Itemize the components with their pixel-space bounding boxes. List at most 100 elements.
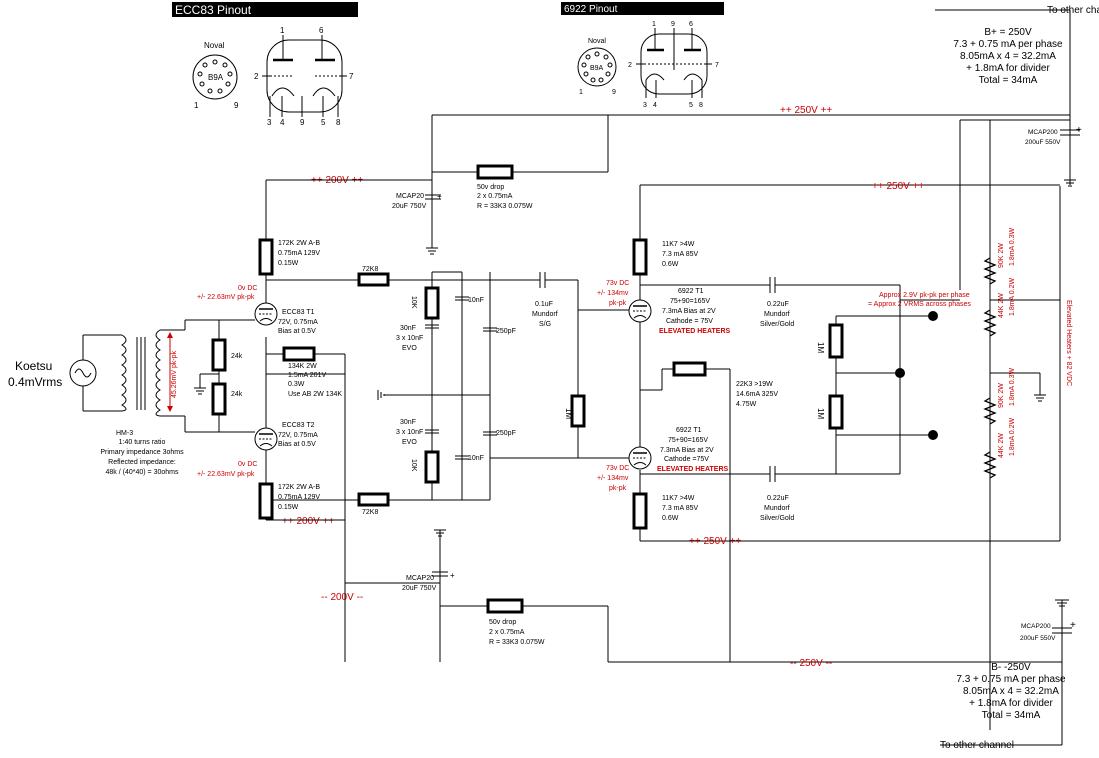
r172k-top bbox=[258, 238, 274, 276]
r11k7-top-label-3: 0.6W bbox=[662, 261, 679, 268]
supply-neg-line-1: B- -250V bbox=[991, 662, 1031, 673]
cap30-top-label-1: 30nF bbox=[400, 325, 416, 332]
grid1-top-dc: 0v DC bbox=[238, 285, 257, 292]
ecc83-pin-9-label: 9 bbox=[234, 101, 239, 110]
input-transformer: 45.26mV pk-pk HM-3 1:40 turns ratio Prim… bbox=[100, 320, 186, 476]
ecc83-noval-base-icon bbox=[192, 54, 238, 100]
r11k7-bot-label-3: 0.6W bbox=[662, 515, 679, 522]
ecc83-t2-label-1: ECC83 T2 bbox=[282, 422, 315, 429]
supply-pos-line-4: + 1.8mA for divider bbox=[966, 63, 1050, 74]
divider-r90k-b bbox=[983, 397, 997, 425]
transformer-formula: 48k / (40*40) = 30ohms bbox=[106, 469, 179, 476]
divider-r-b-label-2: 1.8mA 0.2W bbox=[1009, 277, 1016, 316]
grid1-bot-dc: 0v DC bbox=[238, 461, 257, 468]
e6922-t2-label-2: 75+90=165V bbox=[668, 437, 708, 444]
transformer-reflected: Reflected impedance: bbox=[108, 459, 176, 466]
ecc83-pin-left: 2 bbox=[254, 72, 259, 81]
coupling-cap-label-2: Mundorf bbox=[532, 311, 558, 318]
r10k-b bbox=[424, 450, 440, 484]
tube-ecc83-t2-icon bbox=[254, 427, 278, 451]
r1m-mid bbox=[570, 394, 586, 428]
divider-r44k-b bbox=[983, 451, 997, 479]
r24k-a bbox=[211, 338, 227, 372]
supply-pos-to-other: To other channel bbox=[1047, 5, 1099, 16]
r-tail-label-1: 134K 2W bbox=[288, 363, 317, 370]
output-note-2: = Approx 2 VRMS across phases bbox=[868, 301, 971, 308]
r10k-a-label: 10K bbox=[410, 296, 417, 309]
r22k3-label-2: 14.6mA 325V bbox=[736, 391, 778, 398]
input-source: Koetsu 0.4mVrms bbox=[8, 334, 122, 412]
supply-wiring bbox=[431, 9, 1080, 746]
ecc83-pin-bot-1: 3 bbox=[267, 118, 272, 127]
ecc83-t1-label-2: 72V, 0.75mA bbox=[278, 319, 318, 326]
grid2-top-dc: 73v DC bbox=[606, 280, 629, 287]
mcap20-bot-label-2: 20uF 750V bbox=[402, 585, 437, 592]
ecc83-t2-label-2: 72V, 0.75mA bbox=[278, 432, 318, 439]
supply-neg-label: MCAP200 200uF 550V B- -250V 7.3 + 0.75 m… bbox=[940, 623, 1066, 751]
r11k7-top-label-1: 11K7 >4W bbox=[662, 241, 695, 248]
heaters-top-label: ELEVATED HEATERS bbox=[659, 328, 731, 335]
stage2-wiring bbox=[490, 272, 960, 662]
transformer-model: HM-3 bbox=[116, 430, 133, 437]
tube-6922-t2-icon bbox=[628, 446, 652, 470]
e6922-noval-base-icon bbox=[577, 47, 617, 87]
cap30-bot-label-3: EVO bbox=[402, 439, 417, 446]
grid1-bot-swing: +/- 22.63mV pk-pk bbox=[197, 471, 255, 478]
e6922-noval-pin-dots bbox=[581, 51, 613, 83]
divider-resistors bbox=[983, 257, 997, 479]
ecc83-pinout-title: ECC83 Pinout bbox=[175, 3, 252, 17]
output-terminal-minus[interactable] bbox=[928, 430, 938, 440]
out-cap-top-label-1: 0.22uF bbox=[767, 301, 789, 308]
drop-bot-label-2: 2 x 0.75mA bbox=[489, 629, 525, 636]
r1m-out-bottom bbox=[828, 394, 844, 430]
mcap200-top-label-2: 200uF 550V bbox=[1025, 139, 1061, 146]
ecc83-pinout-title-bar bbox=[172, 2, 358, 17]
divider-r-b-label-1: 44K 2W bbox=[998, 293, 1005, 318]
mcap200-bot-label-1: MCAP200 bbox=[1021, 623, 1051, 630]
ecc83-pinout-panel: ECC83 Pinout Noval B9A 1 9 1 6 2 7 3 4 9… bbox=[172, 2, 358, 127]
r72k8-top-label: 72K8 bbox=[362, 266, 378, 273]
r22k3-label-1: 22K3 >19W bbox=[736, 381, 773, 388]
ecc83-pin-right: 7 bbox=[349, 72, 354, 81]
ecc83-pin-top-a: 1 bbox=[280, 26, 285, 35]
r72k8-bot-label: 72K8 bbox=[362, 509, 378, 516]
ecc83-t1-label-1: ECC83 T1 bbox=[282, 309, 315, 316]
output-terminal-ground[interactable] bbox=[895, 368, 905, 378]
output-terminal-plus[interactable] bbox=[928, 311, 938, 321]
mcap20-top-label-2: 20uF 750V bbox=[392, 203, 427, 210]
rail-200-bot: ++ 200V ++ bbox=[282, 516, 334, 527]
divider-r-d-label-2: 1.8mA 0.2W bbox=[1009, 417, 1016, 456]
r1m-out-bot-label: 1M bbox=[816, 408, 825, 419]
r22k3-label-3: 4.75W bbox=[736, 401, 757, 408]
divider-r-c-label-1: 90K 2W bbox=[998, 383, 1005, 408]
divider-r44k-a bbox=[983, 309, 997, 337]
cap30-bot-label-1: 30nF bbox=[400, 419, 416, 426]
drop-top-label-1: 50v drop bbox=[477, 184, 504, 191]
divider-r-d-label-1: 44K 2W bbox=[998, 433, 1005, 458]
r11k7-bot-label-1: 11K7 >4W bbox=[662, 495, 695, 502]
r-tail-label-2: 1.5mA 201V bbox=[288, 372, 326, 379]
ecc83-noval-pin-dots bbox=[197, 59, 233, 94]
output-terminals bbox=[895, 311, 938, 440]
grid2-bot-swing: +/- 134mv bbox=[597, 475, 629, 482]
cap30-top-label-3: EVO bbox=[402, 345, 417, 352]
supply-neg-line-5: Total = 34mA bbox=[982, 710, 1041, 721]
r33k3-bottom bbox=[486, 598, 524, 614]
mcap20-top-plus: + bbox=[437, 192, 442, 201]
r24k-a-label: 24k bbox=[231, 353, 243, 360]
rail-250-low: ++ 250V ++ bbox=[689, 536, 741, 547]
divider-r90k-a bbox=[983, 257, 997, 285]
supply-pos-line-1: B+ = 250V bbox=[984, 27, 1032, 38]
e6922-pin-top-b: 9 bbox=[671, 21, 675, 28]
r172k-top-label-3: 0.15W bbox=[278, 260, 299, 267]
ecc83-base-code: B9A bbox=[208, 73, 224, 82]
grid2-bot-dc: 73v DC bbox=[606, 465, 629, 472]
transformer-primary: Primary impedance 3ohms bbox=[100, 449, 184, 456]
source-name: Koetsu bbox=[15, 359, 52, 373]
r-tail-label-3: 0.3W bbox=[288, 381, 305, 388]
r134k-tail bbox=[282, 346, 316, 362]
e6922-t1-label-3: 7.3mA Bias at 2V bbox=[662, 308, 716, 315]
ecc83-t2-label-3: Bias at 0.5V bbox=[278, 441, 316, 448]
r11k7-bottom bbox=[632, 492, 648, 530]
